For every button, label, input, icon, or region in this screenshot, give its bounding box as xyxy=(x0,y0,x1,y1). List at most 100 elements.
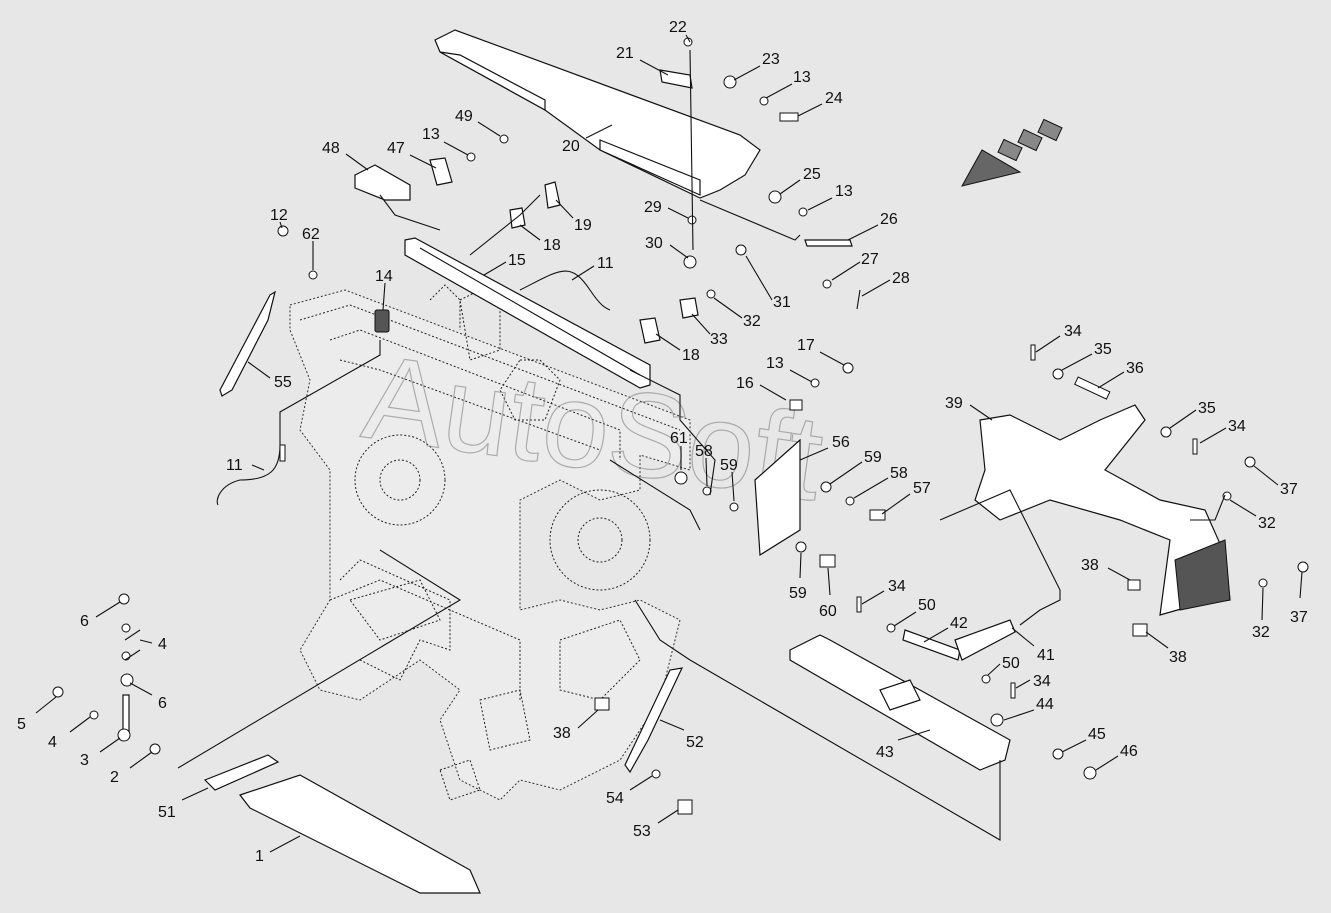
callout-49[interactable]: 49 xyxy=(455,108,501,137)
callout-14[interactable]: 14 xyxy=(375,268,393,311)
callout-57[interactable]: 57 xyxy=(881,480,931,515)
callout-label: 51 xyxy=(158,804,176,821)
callout-label: 18 xyxy=(682,347,700,364)
callout-60[interactable]: 60 xyxy=(819,567,837,620)
callout-2[interactable]: 2 xyxy=(110,751,153,786)
callout-38c[interactable]: 38 xyxy=(553,709,599,742)
callout-43[interactable]: 43 xyxy=(876,729,931,761)
callout-label: 5 xyxy=(17,716,26,733)
callout-59b[interactable]: 59 xyxy=(829,449,882,485)
callout-6a[interactable]: 6 xyxy=(80,601,121,630)
callout-23[interactable]: 23 xyxy=(733,51,780,81)
callout-label: 53 xyxy=(633,823,651,840)
callout-37b[interactable]: 37 xyxy=(1290,571,1308,626)
callout-35b[interactable]: 35 xyxy=(1169,400,1216,429)
callout-label: 23 xyxy=(762,51,780,68)
callout-3[interactable]: 3 xyxy=(80,737,121,769)
callout-label: 34 xyxy=(1064,323,1082,340)
callout-29[interactable]: 29 xyxy=(644,199,689,219)
callout-32b[interactable]: 32 xyxy=(1229,499,1276,532)
callout-58a[interactable]: 58 xyxy=(695,443,713,487)
callout-31[interactable]: 31 xyxy=(745,255,791,311)
callout-47[interactable]: 47 xyxy=(387,140,437,169)
callout-41[interactable]: 41 xyxy=(1011,627,1055,664)
callout-34d[interactable]: 34 xyxy=(1015,673,1051,690)
callout-26[interactable]: 26 xyxy=(847,211,898,241)
callout-32a[interactable]: 32 xyxy=(713,297,761,330)
callout-59c[interactable]: 59 xyxy=(789,552,807,602)
callout-36[interactable]: 36 xyxy=(1097,360,1144,389)
callout-label: 30 xyxy=(645,235,663,252)
callout-13a[interactable]: 13 xyxy=(765,69,811,99)
callout-label: 34 xyxy=(1033,673,1051,690)
callout-32c[interactable]: 32 xyxy=(1252,587,1270,641)
clip-part-33 xyxy=(679,297,699,319)
callout-label: 13 xyxy=(766,355,784,372)
callout-44[interactable]: 44 xyxy=(1003,696,1054,721)
callout-4b[interactable]: 4 xyxy=(48,716,91,751)
bar-part-15 xyxy=(404,237,651,389)
callout-11a[interactable]: 11 xyxy=(571,255,614,281)
callout-54[interactable]: 54 xyxy=(606,775,653,807)
callout-16[interactable]: 16 xyxy=(736,375,787,401)
callout-34a[interactable]: 34 xyxy=(1035,323,1082,353)
callout-label: 38 xyxy=(1169,649,1187,666)
callout-59a[interactable]: 59 xyxy=(720,457,738,502)
callout-35a[interactable]: 35 xyxy=(1061,341,1112,371)
callout-51[interactable]: 51 xyxy=(158,787,209,821)
callout-33[interactable]: 33 xyxy=(691,313,728,348)
callout-55[interactable]: 55 xyxy=(247,361,292,391)
callout-42[interactable]: 42 xyxy=(923,615,968,643)
callout-38a[interactable]: 38 xyxy=(1081,557,1131,581)
callout-30[interactable]: 30 xyxy=(645,235,689,259)
callout-21[interactable]: 21 xyxy=(616,45,669,76)
callout-53[interactable]: 53 xyxy=(633,809,679,840)
callout-22[interactable]: 22 xyxy=(669,19,691,43)
link-part-26 xyxy=(804,239,853,247)
callout-28[interactable]: 28 xyxy=(861,270,910,297)
callout-39[interactable]: 39 xyxy=(945,395,993,421)
callout-61[interactable]: 61 xyxy=(670,430,688,470)
callout-62[interactable]: 62 xyxy=(302,226,320,270)
callout-24[interactable]: 24 xyxy=(797,90,843,117)
callout-38b[interactable]: 38 xyxy=(1145,631,1187,666)
callout-6b[interactable]: 6 xyxy=(129,682,167,712)
callout-12[interactable]: 12 xyxy=(270,207,288,229)
callout-17[interactable]: 17 xyxy=(797,337,845,366)
callout-13b[interactable]: 13 xyxy=(422,126,469,156)
callout-label: 33 xyxy=(710,331,728,348)
callout-37a[interactable]: 37 xyxy=(1253,465,1298,498)
callout-4a[interactable]: 4 xyxy=(139,636,167,653)
callout-20[interactable]: 20 xyxy=(562,124,613,155)
callout-27[interactable]: 27 xyxy=(831,251,879,281)
callout-15[interactable]: 15 xyxy=(483,252,526,276)
callout-5[interactable]: 5 xyxy=(17,696,57,733)
plate-part-1 xyxy=(239,774,481,894)
plate-part-47 xyxy=(429,157,453,186)
callout-label: 16 xyxy=(736,375,754,392)
callout-50a[interactable]: 50 xyxy=(893,597,936,627)
callout-11b[interactable]: 11 xyxy=(226,457,265,474)
callout-25[interactable]: 25 xyxy=(779,166,821,195)
callout-13d[interactable]: 13 xyxy=(766,355,813,383)
cable-part-11b xyxy=(216,444,281,506)
callout-label: 34 xyxy=(1228,418,1246,435)
callout-label: 44 xyxy=(1036,696,1054,713)
callout-1[interactable]: 1 xyxy=(255,835,301,865)
callout-46[interactable]: 46 xyxy=(1095,743,1138,771)
callout-18a[interactable]: 18 xyxy=(519,224,561,254)
callout-34c[interactable]: 34 xyxy=(861,578,906,605)
main-frame-assembly xyxy=(289,284,691,801)
callout-45[interactable]: 45 xyxy=(1061,726,1106,753)
callout-19[interactable]: 19 xyxy=(555,199,592,234)
callout-58b[interactable]: 58 xyxy=(853,465,908,499)
callout-56[interactable]: 56 xyxy=(799,434,850,461)
callout-48[interactable]: 48 xyxy=(322,140,369,171)
callout-52[interactable]: 52 xyxy=(659,719,704,751)
callout-18b[interactable]: 18 xyxy=(655,333,700,364)
callout-13c[interactable]: 13 xyxy=(807,183,853,211)
callout-50b[interactable]: 50 xyxy=(987,655,1020,676)
callout-label: 18 xyxy=(543,237,561,254)
callout-34b[interactable]: 34 xyxy=(1199,418,1246,444)
callout-label: 39 xyxy=(945,395,963,412)
